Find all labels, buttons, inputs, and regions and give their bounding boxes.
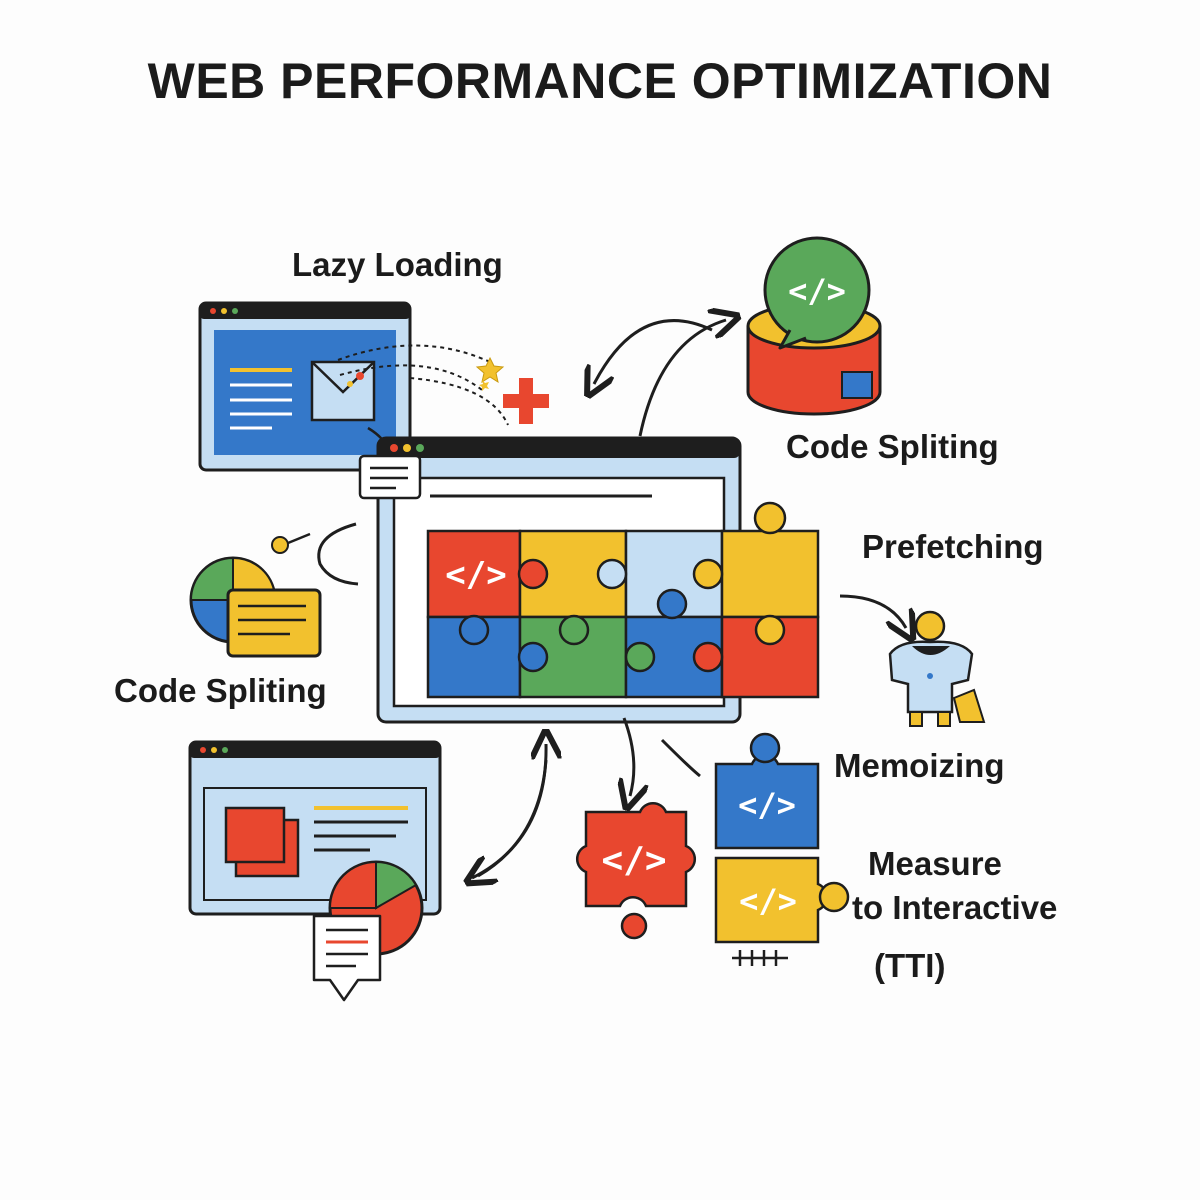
curved-arrow [839,594,906,628]
envelope-icon [310,360,376,422]
code-splitting-pie-icon [189,556,322,658]
code-glyph: </> [788,272,846,310]
curved-connector [317,522,359,586]
red-puzzle-piece [576,802,696,940]
note-card [358,454,422,500]
person-icon [888,610,986,727]
dashed-trail [337,344,491,363]
curved-arrow [624,717,634,796]
page-title: WEB PERFORMANCE OPTIMIZATION [147,53,1053,109]
connector-line [660,738,701,778]
label-measure-line3: (TTI) [874,947,946,984]
curved-arrow [638,320,726,437]
code-glyph: </> [601,840,666,881]
code-glyph: </> [738,786,796,824]
label-lazy-loading: Lazy Loading [292,246,503,283]
comment-card [312,914,382,1002]
timeline-ticks [732,950,788,966]
lazy-loading-window [198,301,412,472]
label-code-splitting-left: Code Spliting [114,672,327,709]
curved-arrow [594,319,713,384]
label-prefetching: Prefetching [862,528,1044,565]
dot-icon [271,536,289,554]
dashed-trail [409,377,509,426]
label-memoizing: Memoizing [834,747,1005,784]
label-measure-tti: Measure to Interactive (TTI) [852,842,1092,988]
label-measure-line2: to Interactive [852,889,1058,926]
label-measure-line1: Measure [868,845,1002,882]
code-glyph: </> [445,555,506,595]
curved-arrow [478,759,548,876]
plus-icon [503,378,549,424]
dashed-trail [339,364,483,391]
star-icon [475,356,505,391]
yellow-puzzle-piece [714,856,850,944]
code-glyph: </> [739,882,797,920]
bottom-browser-window [188,740,442,916]
label-code-splitting-right: Code Spliting [786,428,999,465]
blue-puzzle-piece [714,732,820,850]
puzzle-grid [426,501,820,699]
code-splitting-stack-icon [746,236,882,416]
